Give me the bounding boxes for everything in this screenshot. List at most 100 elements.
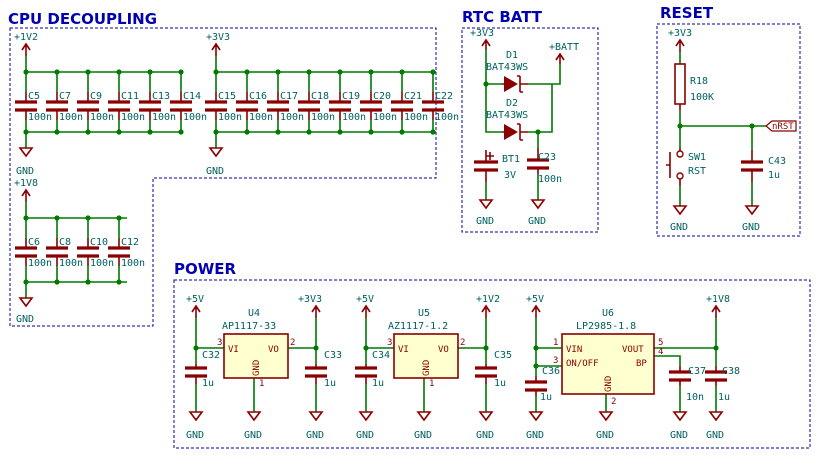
u4-pin-gnd: GND — [252, 360, 262, 376]
power-label-5v-u4: +5V — [186, 294, 204, 305]
capacitor-value: 100n — [404, 112, 428, 123]
c23-ref: C23 — [538, 152, 556, 163]
regulator-u5-block: +5V +1V2 U5 AZ1117-1.2 VI VO 3 2 1 GND C… — [355, 294, 512, 441]
capacitor-value: 100n — [121, 258, 145, 269]
c38-value: 1u — [718, 392, 730, 403]
power-label-3v3-rtc: +3V3 — [470, 28, 494, 39]
rtc-gnd-1: GND — [476, 216, 494, 227]
power-label-1v2-u5: +1V2 — [476, 294, 500, 305]
capacitor-ref: C22 — [435, 91, 453, 102]
capacitor-value: 100n — [311, 112, 335, 123]
capacitor-ref: C5 — [28, 91, 40, 102]
cpu-1v2-group: +1V2 GND C5100nC7100nC9100nC11100nC13100… — [14, 32, 207, 177]
c35-ref: C35 — [494, 350, 512, 361]
u4-pin-vo: VO — [268, 345, 279, 355]
d1-value: BAT43WS — [486, 62, 528, 73]
u6-pin-num-gnd: 2 — [611, 397, 616, 407]
capacitor-ref: C7 — [59, 91, 71, 102]
u4-pin-num-in: 3 — [217, 338, 222, 348]
c32-value: 1u — [202, 378, 214, 389]
c33-value: 1u — [324, 378, 336, 389]
d2-value: BAT43WS — [486, 110, 528, 121]
capacitor-value: 100n — [183, 112, 207, 123]
u6-gnd-label-2: GND — [596, 430, 614, 441]
cap-row-3v3: C15100nC16100nC17100nC18100nC19100nC2010… — [205, 69, 459, 135]
rtc-gnd-2: GND — [528, 216, 546, 227]
capacitor-ref: C17 — [280, 91, 298, 102]
cpu-decoupling-title: CPU DECOUPLING — [8, 10, 157, 28]
u5-pin-num-out: 2 — [460, 338, 465, 348]
bt1-ref: BT1 — [502, 154, 520, 165]
u6-pin-num-onoff: 3 — [553, 356, 558, 366]
u6-pin-num-bp: 4 — [658, 347, 663, 357]
c36-value: 1u — [540, 392, 552, 403]
c36-ref: C36 — [542, 366, 560, 377]
capacitor-value: 100n — [59, 112, 83, 123]
capacitor-ref: C14 — [183, 91, 201, 102]
decoupling-capacitor: C19 100n — [329, 69, 366, 135]
gnd-label-1v2: GND — [16, 166, 34, 177]
u6-ref: U6 — [602, 308, 614, 319]
capacitor-ref: C18 — [311, 91, 329, 102]
c37-ref: C37 — [688, 366, 706, 377]
power-label-3v3-cpu: +3V3 — [206, 32, 230, 43]
capacitor-value: 100n — [342, 112, 366, 123]
u4-ref: U4 — [248, 308, 260, 319]
bt1-value: 3V — [504, 170, 516, 181]
decoupling-capacitor: C18 100n — [298, 69, 335, 135]
u6-value: LP2985-1.8 — [576, 321, 636, 332]
capacitor-ref: C11 — [121, 91, 139, 102]
u6-pin-onoff: ON/OFF — [566, 359, 599, 369]
capacitor-ref: C20 — [373, 91, 391, 102]
d2-ref: D2 — [506, 98, 518, 109]
u5-pin-vo: VO — [438, 345, 449, 355]
u6-gnd-label-4: GND — [706, 430, 724, 441]
capacitor-value: 100n — [28, 258, 52, 269]
u4-gnd-label-2: GND — [244, 430, 262, 441]
u6-pin-gnd: GND — [604, 376, 614, 392]
power-label-5v-u6: +5V — [526, 294, 544, 305]
u5-pin-num-gnd: 1 — [429, 379, 434, 389]
c23-value: 100n — [538, 174, 562, 185]
reset-gnd-1: GND — [670, 222, 688, 233]
power-label-1v2: +1V2 — [14, 32, 38, 43]
u5-gnd-label-3: GND — [476, 430, 494, 441]
u4-gnd-label-1: GND — [186, 430, 204, 441]
reset-title: RESET — [660, 4, 714, 22]
c34-value: 1u — [372, 378, 384, 389]
decoupling-capacitor: C7 100n — [46, 69, 83, 135]
u5-pin-gnd: GND — [422, 360, 432, 376]
c43-value: 1u — [768, 170, 780, 181]
capacitor-ref: C10 — [90, 237, 108, 248]
capacitor-value: 100n — [121, 112, 145, 123]
c38-ref: C38 — [722, 366, 740, 377]
u6-gnd-label-1: GND — [526, 430, 544, 441]
u4-pin-num-out: 2 — [290, 338, 295, 348]
capacitor-value: 100n — [59, 258, 83, 269]
u5-pin-num-in: 3 — [387, 338, 392, 348]
regulator-u6-block: +5V +1V8 U6 LP2985-1.8 VIN ON/OFF VOUT B… — [525, 294, 740, 441]
power-label-5v-u5: +5V — [356, 294, 374, 305]
d1-ref: D1 — [506, 50, 518, 61]
capacitor-value: 100n — [90, 258, 114, 269]
c34-ref: C34 — [372, 350, 390, 361]
u6-pin-bp: BP — [636, 359, 647, 369]
c37-value: 10n — [686, 392, 704, 403]
capacitor-ref: C12 — [121, 237, 139, 248]
gnd-label-1v8: GND — [16, 314, 34, 325]
regulator-u4-block: +5V +3V3 U4 AP1117-33 VI VO 3 2 1 GND C3… — [185, 294, 342, 441]
capacitor-ref: C19 — [342, 91, 360, 102]
reset-region: RESET — [656, 4, 801, 237]
c32-ref: C32 — [202, 350, 220, 361]
